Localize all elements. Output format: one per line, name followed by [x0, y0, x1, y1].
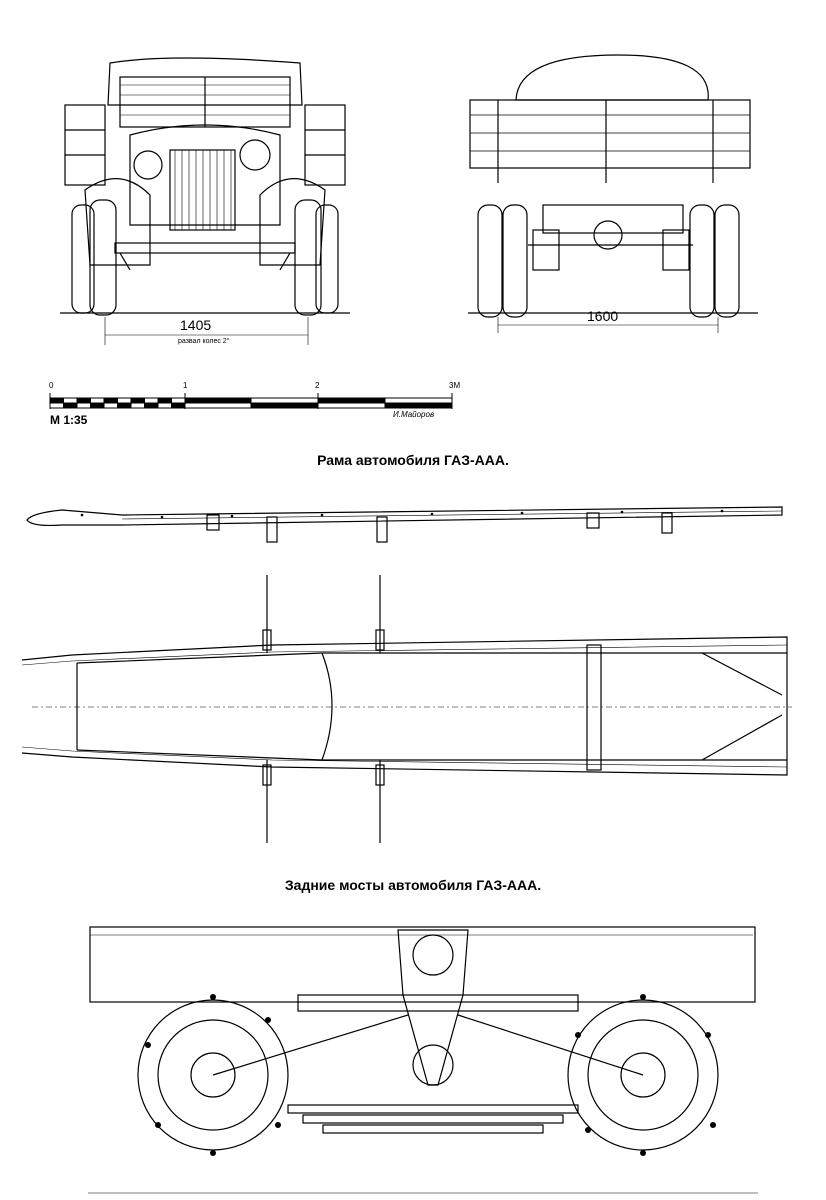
rear-axles-title: Задние мосты автомобиля ГАЗ-ААА.	[284, 877, 542, 893]
scale-tick-0: 0	[49, 381, 54, 390]
frame-side-view	[26, 506, 783, 543]
rear-axles-drawing	[88, 926, 758, 1194]
scale-tick-2: 2	[315, 381, 320, 390]
scale-tick-3: 3М	[449, 381, 461, 390]
scale-bar	[49, 393, 453, 409]
rear-view-drawing	[468, 54, 758, 333]
drawing-author: И.Майоров	[393, 410, 435, 419]
frame-title: Рама автомобиля ГАЗ-ААА.	[317, 452, 509, 468]
front-view-drawing	[60, 57, 350, 345]
rear-track-dimension: 1600	[587, 308, 619, 324]
wheel-camber-note: развал колес 2°	[178, 338, 230, 345]
scale-ratio: М 1:35	[50, 413, 88, 427]
frame-top-view	[21, 575, 792, 843]
scale-tick-1: 1	[183, 381, 188, 390]
front-track-dimension: 1405	[180, 317, 212, 333]
